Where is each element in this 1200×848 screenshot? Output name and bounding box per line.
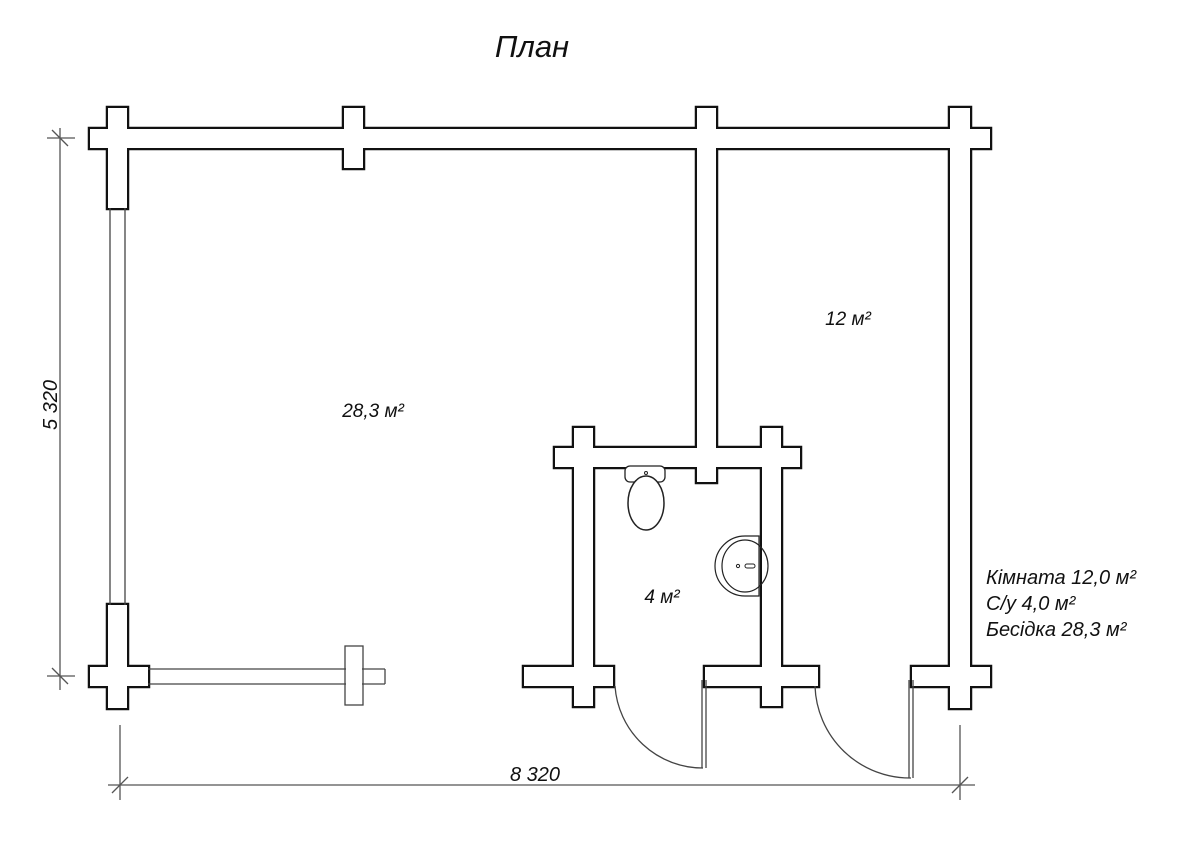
- legend-room: Кімната 12,0 м²: [986, 567, 1137, 589]
- walls: [87, 105, 993, 711]
- toilet-icon: [624, 465, 666, 531]
- width-dimension: 8 320: [510, 764, 560, 786]
- wall-segment: [90, 667, 148, 686]
- plan-title: План: [495, 29, 569, 64]
- sink-icon: [714, 535, 769, 597]
- wall-segment: [108, 605, 127, 708]
- railing: [148, 645, 386, 706]
- wall-segment: [108, 108, 127, 208]
- wall-segment: [762, 428, 781, 706]
- window-left-wall: [109, 208, 126, 605]
- wall-segment: [697, 108, 716, 482]
- wall-segment: [950, 108, 970, 708]
- area-label-room: 12 м²: [825, 309, 871, 330]
- dimension-vertical: 5 320: [40, 128, 75, 690]
- wall-segment: [555, 448, 800, 467]
- door-room[interactable]: [814, 680, 914, 779]
- area-label-bathroom: 4 м²: [644, 587, 680, 608]
- wall-segment: [344, 108, 363, 168]
- wall-segment: [705, 667, 818, 686]
- wall-segment: [912, 667, 990, 686]
- wall-segment: [574, 428, 593, 706]
- wall-segment: [524, 667, 613, 686]
- dimension-horizontal: 8 320: [108, 725, 975, 800]
- legend-bathroom: С/у 4,0 м²: [986, 593, 1077, 615]
- height-dimension: 5 320: [40, 380, 62, 430]
- legend-gazebo: Бесідка 28,3 м²: [986, 619, 1128, 641]
- area-legend: Кімната 12,0 м² С/у 4,0 м² Бесідка 28,3 …: [986, 567, 1137, 641]
- area-label-gazebo: 28,3 м²: [341, 401, 404, 422]
- wall-segment: [90, 129, 990, 148]
- door-bathroom[interactable]: [614, 680, 707, 769]
